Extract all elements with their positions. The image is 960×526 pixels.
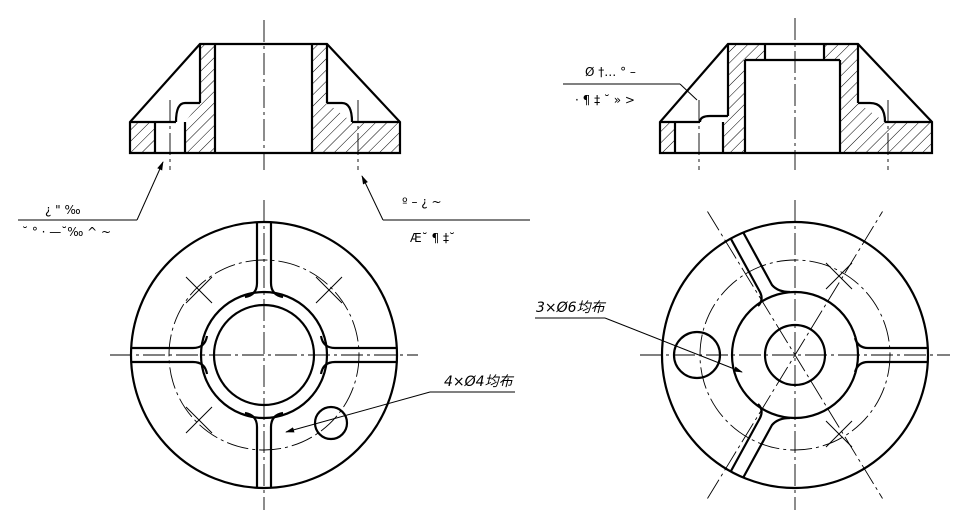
left-leaders: ¿ " ‰ ˘ ° · —˘‰ ^ ~ º – ¿ ~ Æ˘ ¶ ‡˘ [18, 161, 530, 245]
right-hole-callout-text: 3×Ø6均布 [536, 300, 607, 316]
left-hatch-left-flange [130, 122, 155, 153]
left-section-view [128, 20, 402, 170]
right-section-view [658, 18, 934, 170]
left-hatch-right-wall [312, 44, 400, 153]
leader-right-label-2: Æ˘ ¶ ‡˘ [410, 231, 455, 245]
left-bolt-hole [313, 405, 349, 441]
right-leader-label-2: · ¶ ‡ ˘ » > [575, 93, 635, 107]
left-plan-view [110, 200, 418, 510]
leader-left-label-1: ¿ " ‰ [45, 203, 81, 217]
right-plan-view [640, 200, 950, 510]
right-leader-label-1: Ø †… ° – [585, 65, 636, 79]
right-section-leader: Ø †… ° – · ¶ ‡ ˘ » > [563, 65, 698, 107]
left-hole-callout: 4×Ø4均布 [285, 374, 515, 433]
right-hole-callout: 3×Ø6均布 [535, 300, 743, 373]
leader-left-label-2: ˘ ° · —˘‰ ^ ~ [22, 225, 111, 239]
left-hole-callout-text: 4×Ø4均布 [444, 374, 515, 390]
leader-right-label-1: º – ¿ ~ [402, 195, 442, 209]
